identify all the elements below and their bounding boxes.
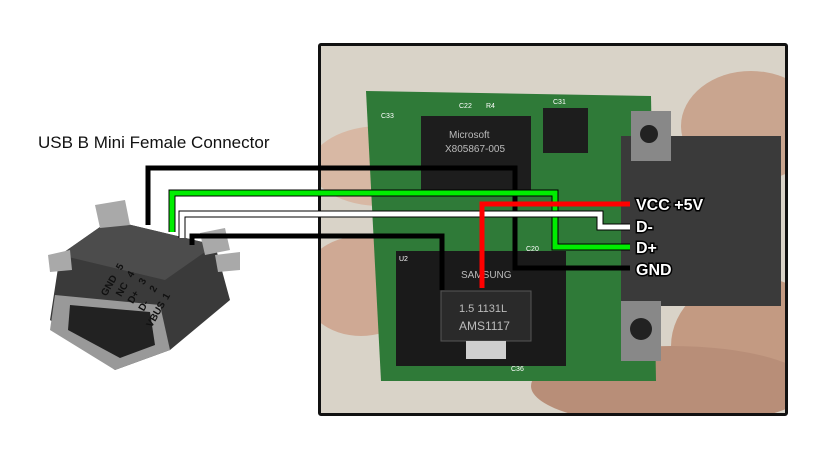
vbus-wire — [189, 233, 445, 290]
pin2-name: D- — [137, 299, 152, 314]
label-u2: U2 — [399, 256, 408, 263]
connector-title: USB B Mini Female Connector — [38, 133, 270, 152]
regulator-marking-2: 1.5 1131L — [459, 303, 507, 315]
label-c31: C31 — [553, 99, 566, 106]
voltage-regulator — [440, 290, 532, 342]
pin5-number: 5 — [114, 262, 127, 273]
label-c36: C36 — [511, 366, 524, 373]
chip-brand: Microsoft — [449, 130, 490, 141]
eeprom-chip — [543, 108, 588, 153]
pin2-number: 2 — [148, 284, 161, 295]
label-c22: C22 — [459, 103, 472, 110]
label-dminus: D- — [636, 219, 653, 236]
label-c20: C20 — [526, 246, 539, 253]
pin3-number: 3 — [137, 276, 150, 287]
usb-port-housing — [621, 136, 781, 306]
chip-code: X805867-005 — [445, 144, 505, 155]
label-vcc: VCC +5V — [636, 197, 703, 214]
label-r4: R4 — [486, 103, 495, 110]
label-dplus: D+ — [636, 240, 657, 257]
label-c33: C33 — [381, 113, 394, 120]
wire-labels: VCC +5V D- D+ GND — [635, 196, 705, 281]
pcb-photo: Microsoft X805867-005 SAMSUNG 1.5 1131L … — [318, 43, 788, 416]
pcb-illustration: Microsoft X805867-005 SAMSUNG 1.5 1131L … — [321, 46, 785, 413]
mini-usb-connector — [48, 200, 240, 370]
gnd-wire — [145, 165, 630, 271]
regulator-marking-1: AMS1117 — [459, 319, 510, 333]
pin1-number: 1 — [161, 291, 174, 302]
label-gnd: GND — [636, 262, 672, 279]
dminus-wire — [179, 211, 630, 238]
chip2-brand: SAMSUNG — [461, 270, 512, 281]
dplus-wire — [169, 190, 630, 250]
dplus-wire-outline — [168, 189, 630, 251]
vcc-wire — [479, 201, 630, 288]
pin4-number: 4 — [125, 269, 138, 280]
regulator-tab — [466, 341, 506, 359]
